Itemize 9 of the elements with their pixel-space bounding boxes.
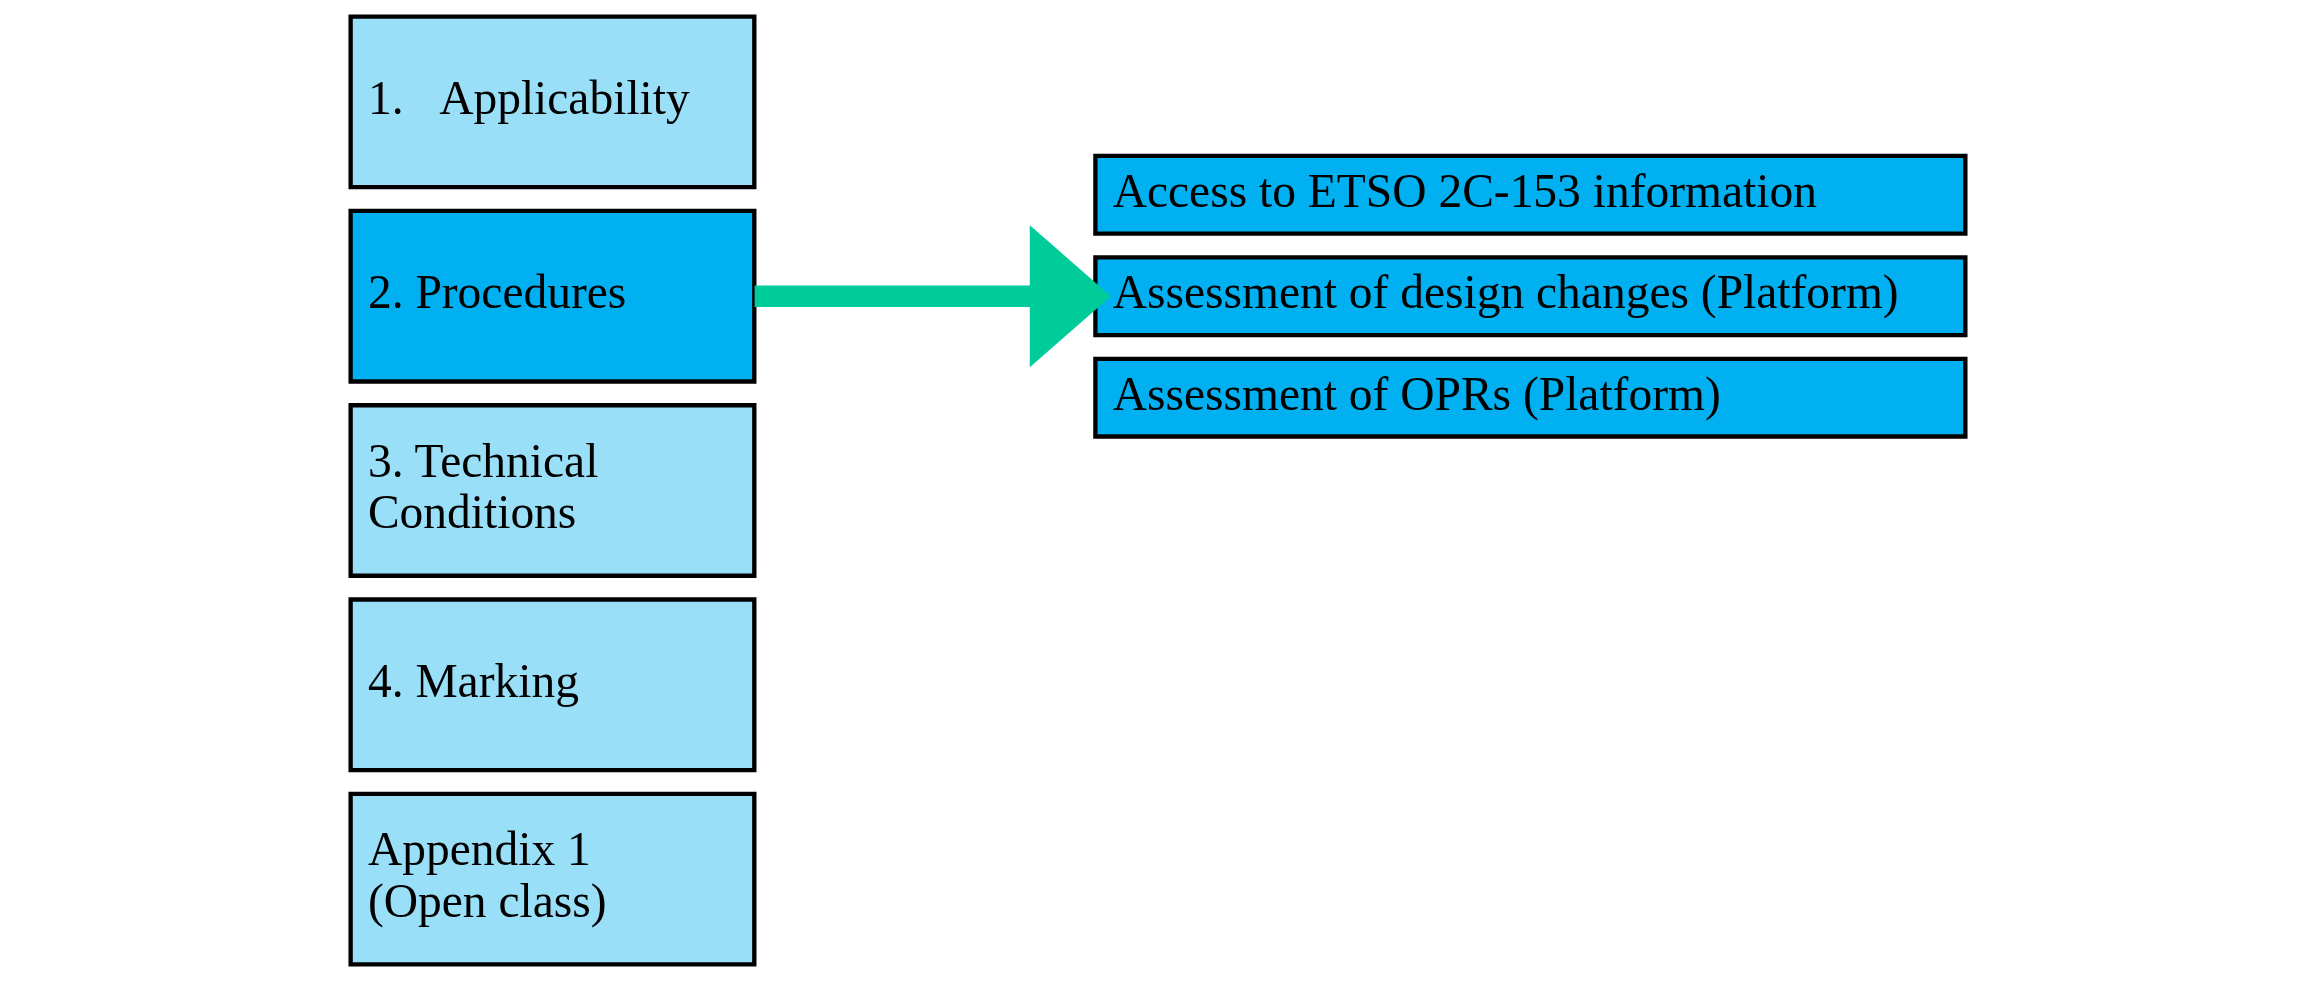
node-box: Assessment of OPRs (Platform) [1093, 356, 1968, 439]
node-box: 1. Applicability [348, 14, 757, 190]
node-box: 2. Procedures [348, 208, 757, 384]
node-box: Access to ETSO 2C-153 information [1093, 153, 1968, 236]
node-box: Assessment of design changes (Platform) [1093, 255, 1968, 338]
arrow [754, 225, 1111, 368]
node-box: Appendix 1 (Open class) [348, 791, 757, 967]
node-box: 4. Marking [348, 597, 757, 773]
node-box: 3. Technical Conditions [348, 403, 757, 578]
